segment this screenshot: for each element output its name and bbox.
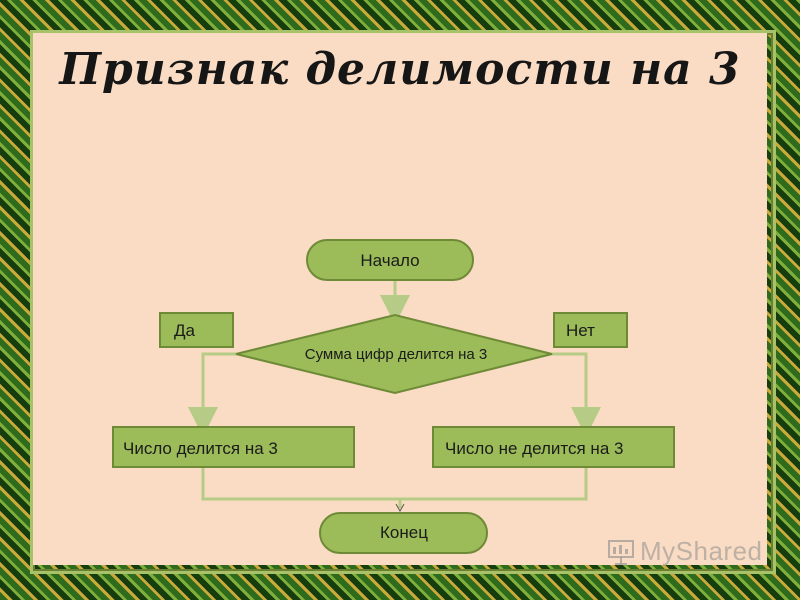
no-label: Нет: [566, 321, 595, 340]
connectors: [188, 280, 601, 508]
presentation-screen-icon: [608, 540, 634, 565]
condition-node-label: Сумма цифр делится на 3: [305, 346, 487, 363]
start-node-label: Начало: [360, 251, 419, 270]
divisible-node-label: Число делится на 3: [123, 439, 278, 458]
connector-condition-to-yes: [188, 352, 236, 437]
end-node: [319, 512, 488, 554]
connector-condition-to-no: [552, 352, 601, 437]
watermark-text: MyShared: [640, 536, 763, 566]
condition-node: [235, 313, 553, 395]
divisible-node: [112, 426, 355, 468]
decorative-frame: [30, 30, 776, 574]
not-divisible-node: [432, 426, 675, 468]
connector-yes-to-end: [201, 467, 588, 501]
yes-label-box: [159, 312, 234, 348]
slide-title: Признак делимости на 3: [59, 44, 741, 95]
connector-end-arrowhead: [395, 503, 405, 513]
yes-label: Да: [174, 321, 196, 340]
no-label-box: [553, 312, 628, 348]
not-divisible-node-label: Число не делится на 3: [445, 439, 623, 458]
start-node: [306, 239, 474, 281]
end-node-label: Конец: [380, 523, 428, 542]
